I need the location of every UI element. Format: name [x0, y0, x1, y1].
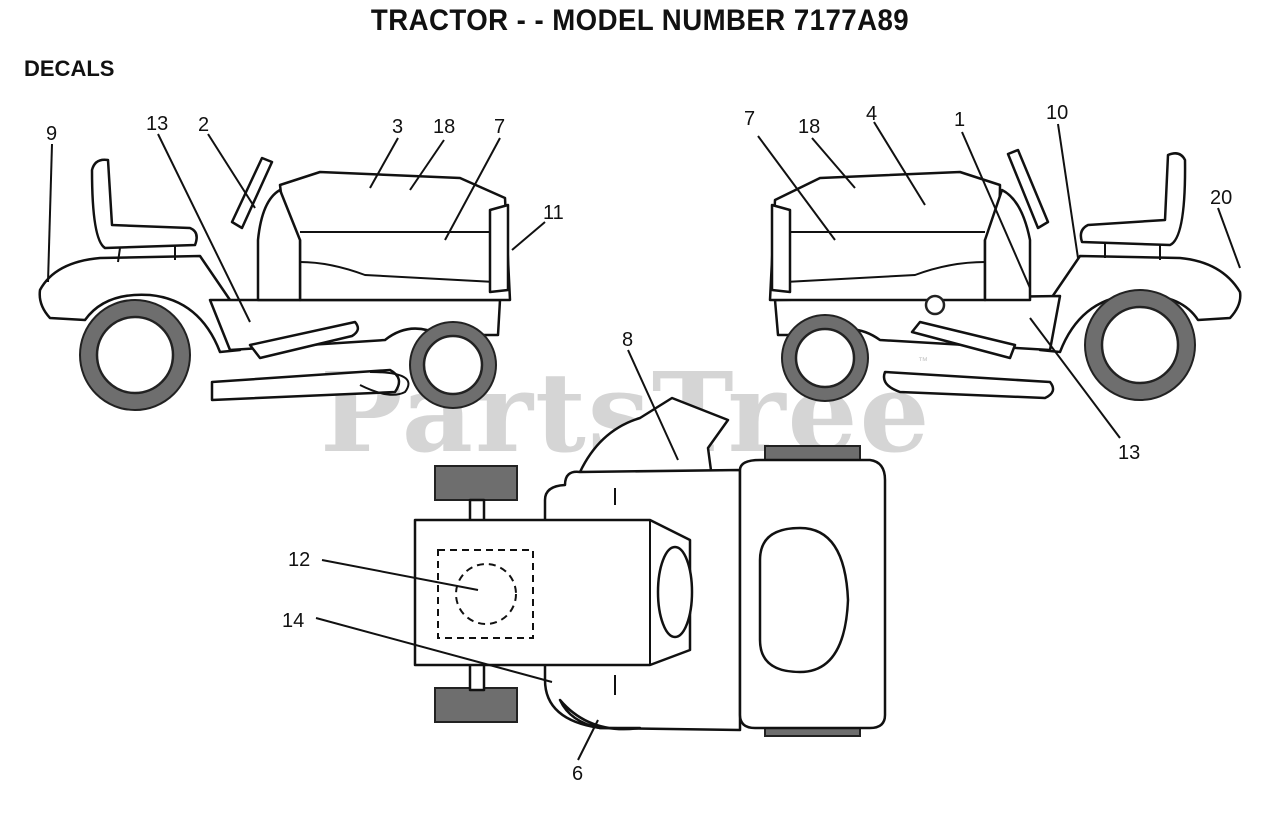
callout-6: 6	[572, 763, 583, 785]
callout-20: 20	[1210, 187, 1232, 209]
callout-18-left: 18	[433, 116, 455, 138]
rear-fender-left	[38, 254, 242, 354]
section-heading: DECALS	[24, 56, 115, 81]
hood-vent-right	[784, 261, 986, 283]
steering-wheel-top	[656, 545, 694, 639]
front-hub-right	[794, 327, 856, 389]
callout-labels: 9 13 2 3 18 7 11 7 18 4 1 10 20 13 8 12 …	[46, 102, 1232, 785]
front-tire-top-lower	[434, 687, 518, 723]
callout-12: 12	[288, 549, 310, 571]
deck-edge-top	[558, 698, 642, 731]
callout-9: 9	[46, 123, 57, 145]
callout-14: 14	[282, 610, 304, 632]
callout-2: 2	[198, 114, 209, 136]
leader-lines	[47, 121, 1241, 761]
callout-10: 10	[1046, 102, 1068, 124]
callout-3: 3	[392, 116, 403, 138]
callout-13-left: 13	[146, 113, 168, 135]
steering-wheel-left	[230, 156, 274, 230]
rear-hub-left	[95, 315, 175, 395]
seat-top	[758, 526, 850, 674]
front-hub-left	[422, 334, 484, 396]
fuel-cap-right	[924, 294, 946, 316]
grille-left	[488, 203, 510, 294]
watermark-trademark: ™	[918, 356, 928, 367]
decal-circle-12	[455, 563, 517, 625]
pedal-right	[910, 320, 1017, 360]
callout-7-left: 7	[494, 116, 505, 138]
callout-7-right: 7	[744, 108, 755, 130]
callout-8: 8	[622, 329, 633, 351]
seat-post-left	[117, 246, 176, 263]
callout-18-right: 18	[798, 116, 820, 138]
mower-deck-left	[210, 368, 401, 402]
tractor-left-side-view	[38, 156, 512, 411]
dash-right	[983, 188, 1032, 302]
tractor-right-side-view	[768, 148, 1242, 402]
discharge-chute-top	[578, 396, 730, 480]
seat-left	[90, 158, 198, 250]
decal-outline-12	[437, 549, 534, 639]
tractor-top-view	[413, 396, 887, 737]
dash-left	[256, 188, 302, 302]
pedal-left	[248, 320, 360, 360]
seat-right	[1079, 152, 1187, 247]
deck-chute-left	[359, 371, 410, 396]
callout-11: 11	[543, 202, 564, 224]
hood-top	[413, 518, 692, 667]
rear-hub-right	[1100, 305, 1180, 385]
grille-right	[770, 203, 792, 294]
front-tire-top-upper	[434, 465, 518, 501]
callout-4: 4	[866, 103, 877, 125]
callout-1: 1	[954, 109, 965, 131]
seat-post-right	[1104, 242, 1161, 260]
callout-13-right: 13	[1118, 442, 1140, 464]
mower-deck-right	[882, 370, 1055, 400]
steering-wheel-right	[1006, 148, 1050, 230]
page-title: TRACTOR - - MODEL NUMBER 7177A89	[370, 4, 910, 37]
hood-vent-left	[299, 261, 496, 283]
